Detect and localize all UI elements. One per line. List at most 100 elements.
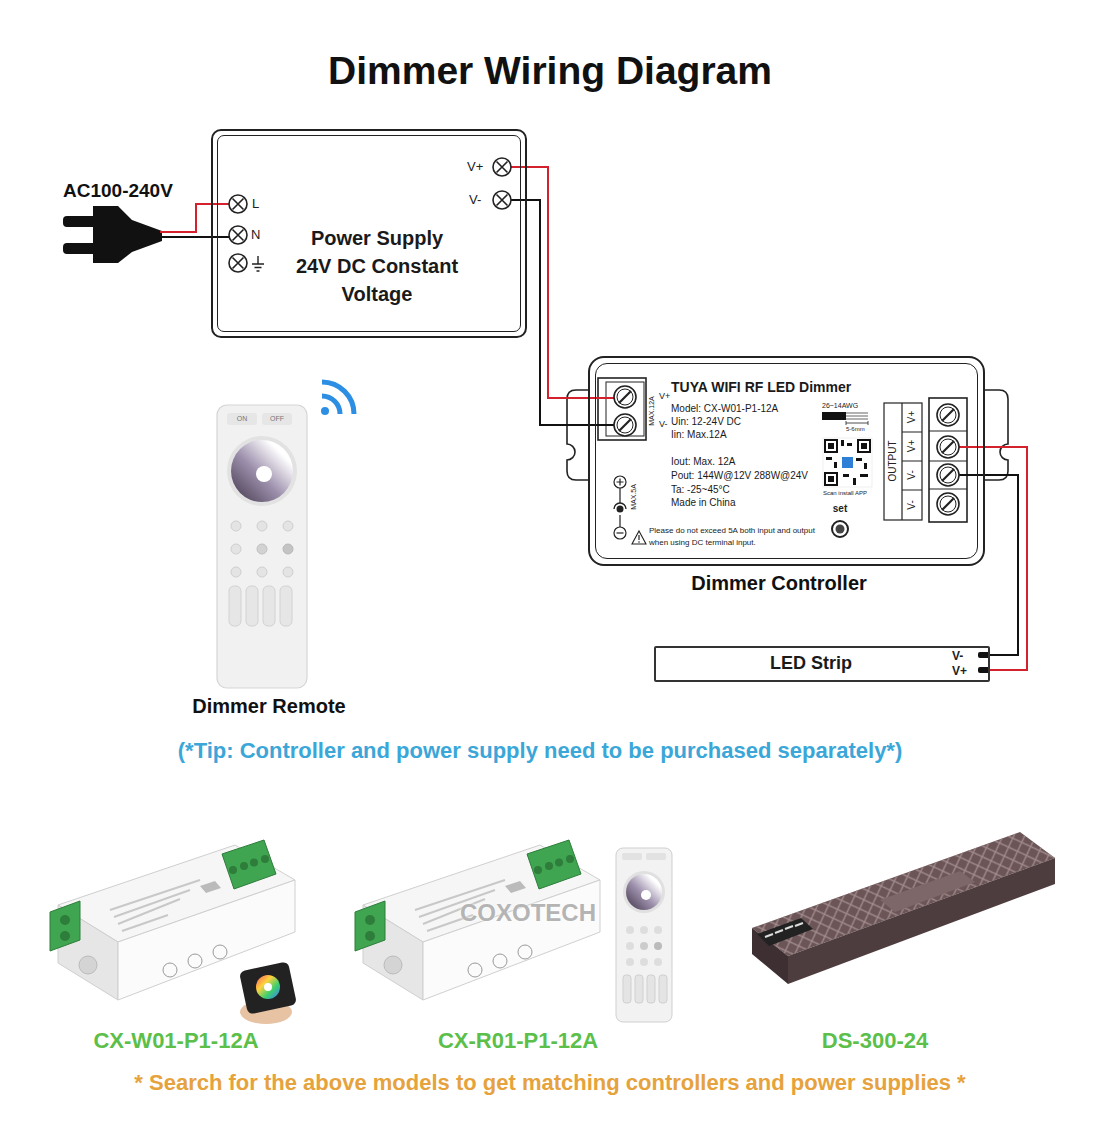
terminal-earth <box>229 254 247 272</box>
app-color-wheel <box>256 975 280 999</box>
qr-module <box>834 462 837 468</box>
remote-photo-key <box>654 958 662 966</box>
terminal-n <box>229 226 247 244</box>
terminal-name: V+ <box>467 159 483 175</box>
qr-modules <box>824 439 871 486</box>
qr-logo <box>842 457 853 468</box>
diagram-title: Dimmer Wiring Diagram <box>328 48 772 95</box>
output-screw <box>937 404 959 426</box>
qr-module <box>843 474 849 477</box>
output-screw <box>937 464 959 486</box>
spec-line: Model: CX-W01-P1-12A <box>671 403 778 415</box>
remote-photo-key <box>626 958 634 966</box>
mains-wire-neutral <box>160 236 229 238</box>
wifi-dot <box>321 407 329 415</box>
dc-jack-pin <box>617 506 624 513</box>
wire-stub <box>511 199 527 201</box>
input-screw <box>614 414 636 436</box>
box-heading: Dimmer Controller <box>691 571 867 595</box>
model-name: CX-R01-P1-12A <box>438 1028 598 1054</box>
spec-line: Pout: 144W@12V 288W@24V <box>671 470 808 482</box>
spec-line: Uin: 12-24V DC <box>671 416 741 428</box>
remote-photo-key <box>626 942 634 950</box>
qr-module <box>860 474 868 477</box>
remote-on-button <box>227 413 257 425</box>
qr-module <box>864 463 867 469</box>
remote-photo-key <box>654 926 662 934</box>
output-terminal-block <box>929 398 967 522</box>
spec-line: Iout: Max. 12A <box>671 456 735 468</box>
current-rating: MAX.12A <box>648 396 656 426</box>
qr-finder <box>828 476 834 482</box>
terminal-name: N <box>251 227 260 243</box>
terminal-vplus <box>493 158 511 176</box>
qr-finder <box>824 439 838 453</box>
remote-photo-button <box>622 853 642 860</box>
remote-dial <box>231 440 293 502</box>
output-label-grid <box>902 403 922 520</box>
negative-wire <box>985 475 1018 655</box>
remote-photo-key <box>635 975 643 1003</box>
set-button-core <box>836 525 845 534</box>
remote-button <box>257 521 267 531</box>
positive-wire <box>527 167 588 398</box>
dc-minus-symbol <box>614 527 626 539</box>
qr-module <box>826 457 832 460</box>
phone <box>239 961 297 1014</box>
remote-photo-dial-ring <box>623 871 665 913</box>
mount-ear <box>567 390 590 480</box>
pin-name: V- <box>659 419 668 430</box>
dc-plus-mark <box>617 479 624 486</box>
remote-photo-dial <box>626 874 662 910</box>
pin-name: V- <box>906 470 918 479</box>
wire-gauge: 26~14AWG <box>822 402 858 410</box>
remote-photo-key <box>654 942 662 950</box>
warning-triangle <box>632 531 646 544</box>
output-label-box <box>884 403 922 520</box>
strip-length: 5-6mm <box>846 426 865 433</box>
remote-photo-key <box>640 926 648 934</box>
wifi-arc <box>322 396 340 414</box>
wire-stub <box>959 446 985 448</box>
remote-photo-key <box>640 958 648 966</box>
model-name: CX-W01-P1-12A <box>93 1028 258 1054</box>
input-screw <box>614 386 636 408</box>
dc-plus-symbol <box>614 476 626 488</box>
led-strip-box: LED Strip <box>654 646 990 682</box>
rf-controller-photo <box>355 840 600 1000</box>
output-screw <box>937 493 959 515</box>
remote-dial-center <box>256 466 272 482</box>
qr-module <box>841 440 844 446</box>
remote-button <box>283 521 293 531</box>
terminal-l <box>229 195 247 213</box>
wifi-arc <box>322 382 354 414</box>
search-note: * Search for the above models to get mat… <box>134 1070 965 1096</box>
remote-photo <box>616 848 672 1022</box>
wire-insulation <box>822 412 846 420</box>
pin-name: V- <box>906 500 918 509</box>
model-name: DS-300-24 <box>822 1028 928 1054</box>
remote-photo-key <box>623 975 631 1003</box>
output-terminal-dividers <box>929 431 967 489</box>
pin-name: V+ <box>906 411 918 424</box>
qr-code <box>823 438 872 487</box>
remote-photo-key <box>640 942 648 950</box>
remote-button <box>231 521 241 531</box>
negative-wire <box>527 200 588 425</box>
qr-module <box>853 478 856 485</box>
qr-module <box>856 458 862 461</box>
remote-button <box>231 567 241 577</box>
terminal-name: L <box>252 196 259 212</box>
product-name: TUYA WIFI RF LED Dimmer <box>671 379 851 396</box>
remote-photo-key <box>647 975 655 1003</box>
tip-note: (*Tip: Controller and power supply need … <box>178 738 903 764</box>
remote-photo-key <box>626 926 634 934</box>
psu-photo-screws <box>765 923 803 937</box>
terminal-group-name: OUTPUT <box>887 440 899 481</box>
warning-dot <box>638 541 640 543</box>
strip-length-line <box>846 421 868 425</box>
remote-off-button <box>262 413 292 425</box>
